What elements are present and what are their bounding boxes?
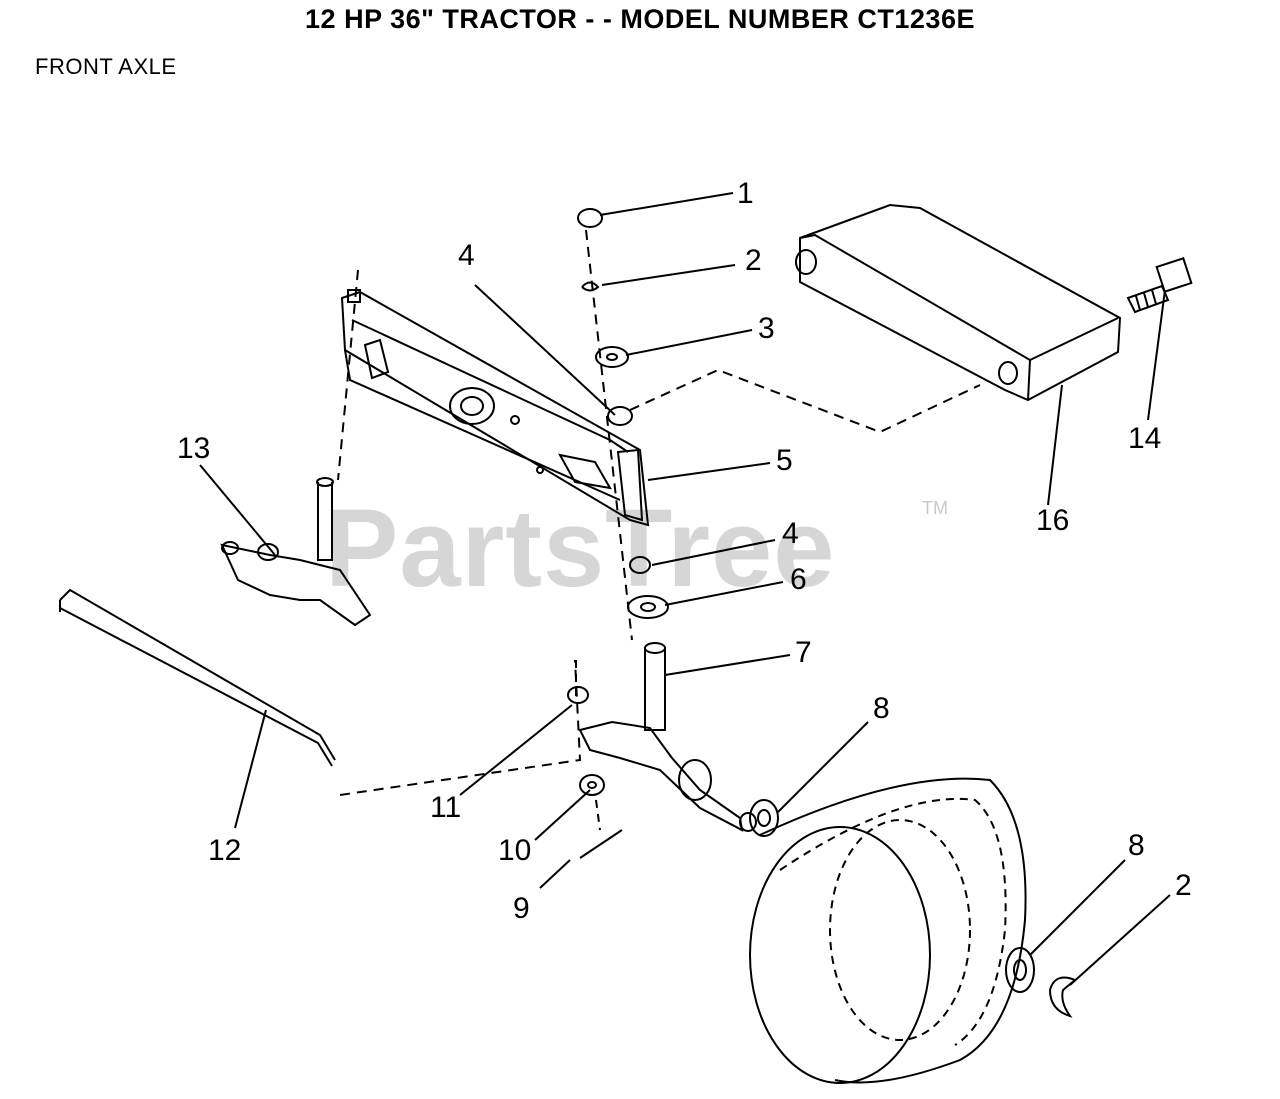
hub-cap bbox=[577, 208, 603, 228]
callout-1: 1 bbox=[737, 177, 754, 210]
callout-8-outer: 8 bbox=[1128, 829, 1145, 862]
callout-14: 14 bbox=[1128, 422, 1161, 455]
washer bbox=[595, 346, 629, 368]
tire bbox=[749, 777, 1027, 1084]
outer-washer bbox=[1005, 947, 1035, 993]
callout-16: 16 bbox=[1036, 504, 1069, 537]
pivot-bar bbox=[795, 203, 1122, 402]
callout-5: 5 bbox=[776, 444, 793, 477]
trademark-symbol: TM bbox=[922, 498, 948, 518]
tie-rod bbox=[59, 588, 336, 767]
cotter-pin bbox=[579, 829, 623, 859]
callout-13: 13 bbox=[177, 432, 210, 465]
callout-12: 12 bbox=[208, 834, 241, 867]
callout-2-clip: 2 bbox=[1175, 869, 1192, 902]
callout-10: 10 bbox=[498, 834, 531, 867]
retaining-ring bbox=[581, 281, 600, 292]
callout-11: 11 bbox=[430, 791, 461, 824]
callout-3: 3 bbox=[758, 312, 775, 345]
bushing-small bbox=[567, 686, 589, 704]
callout-6: 6 bbox=[790, 563, 807, 596]
section-subtitle: FRONT AXLE bbox=[35, 54, 177, 79]
callout-4-lower: 4 bbox=[782, 517, 799, 550]
spindle-left bbox=[220, 477, 372, 627]
flat-washer bbox=[579, 774, 605, 796]
callout-8-spindle: 8 bbox=[873, 692, 890, 725]
front-axle-frame bbox=[340, 289, 650, 527]
bushing-upper bbox=[607, 406, 633, 426]
callout-7: 7 bbox=[795, 636, 812, 669]
callout-4-upper: 4 bbox=[458, 239, 475, 272]
spindle-washer bbox=[749, 799, 779, 837]
callout-9: 9 bbox=[513, 892, 530, 925]
e-clip bbox=[1048, 976, 1077, 1018]
callout-2: 2 bbox=[745, 244, 762, 277]
leader-lines bbox=[199, 192, 1171, 986]
thrust-washer bbox=[627, 595, 669, 619]
diagram-title: 12 HP 36" TRACTOR - - MODEL NUMBER CT123… bbox=[305, 4, 975, 34]
bushing-lower bbox=[629, 556, 651, 574]
spindle-right bbox=[578, 642, 757, 832]
bolt bbox=[1126, 257, 1193, 314]
